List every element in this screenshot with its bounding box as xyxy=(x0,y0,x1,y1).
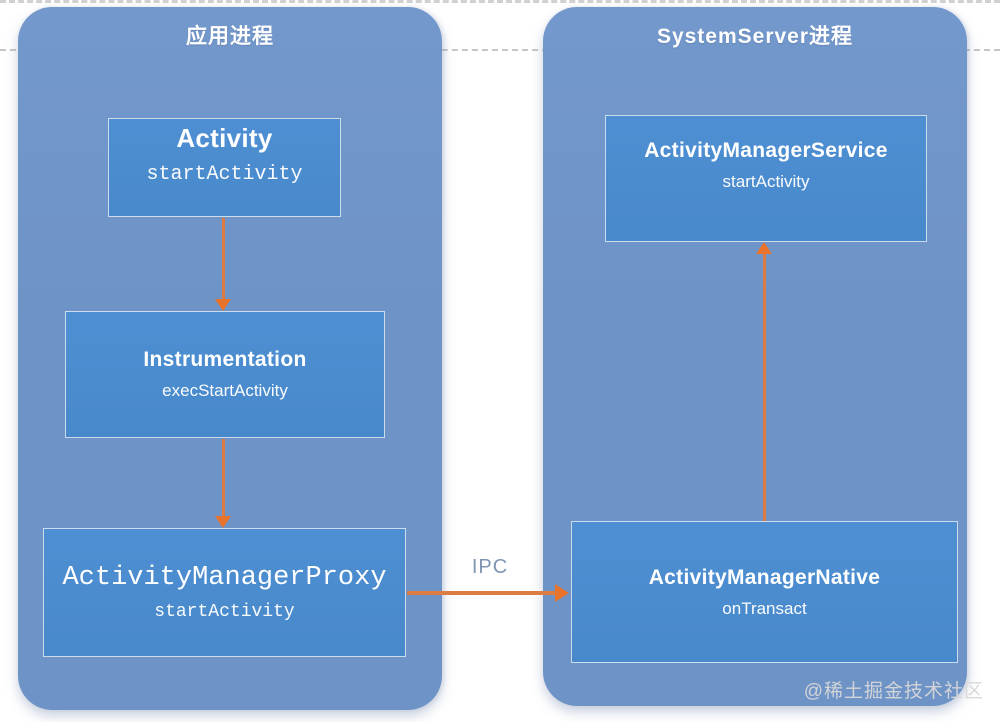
arrowhead-down-icon xyxy=(215,516,231,528)
node-activity-manager-service: ActivityManagerService startActivity xyxy=(605,115,927,242)
slide-top-dashed-edge xyxy=(0,0,1000,3)
arrowhead-right-icon xyxy=(555,584,569,602)
node-instrumentation: Instrumentation execStartActivity xyxy=(65,311,385,438)
arrow-line xyxy=(222,439,225,518)
node-activity-manager-proxy: ActivityManagerProxy startActivity xyxy=(43,528,406,657)
app-process-container: 应用进程 Activity startActivity Instrumentat… xyxy=(18,7,442,710)
arrow-line xyxy=(763,252,766,521)
node-activity-manager-native: ActivityManagerNative onTransact xyxy=(571,521,958,663)
node-activity: Activity startActivity xyxy=(108,118,341,217)
node-activity-manager-service-method: startActivity xyxy=(722,172,810,191)
watermark: @稀土掘金技术社区 xyxy=(803,681,984,702)
ipc-edge-label: IPC xyxy=(471,556,509,578)
horizontal-guide-dashed-line xyxy=(0,49,1000,51)
node-activity-method: startActivity xyxy=(146,163,303,186)
node-activity-title: Activity xyxy=(176,123,273,153)
node-activity-manager-native-title: ActivityManagerNative xyxy=(648,565,881,589)
arrow-line xyxy=(407,591,557,595)
node-activity-manager-native-method: onTransact xyxy=(722,598,807,618)
node-activity-manager-proxy-title: ActivityManagerProxy xyxy=(62,563,387,593)
node-instrumentation-title: Instrumentation xyxy=(143,348,307,371)
systemserver-process-title: SystemServer进程 xyxy=(656,25,854,48)
app-process-title: 应用进程 xyxy=(186,25,274,48)
node-activity-manager-proxy-method: startActivity xyxy=(154,602,295,622)
arrowhead-up-icon xyxy=(756,242,772,254)
node-instrumentation-method: execStartActivity xyxy=(162,381,288,400)
systemserver-process-container: SystemServer进程 ActivityManagerService st… xyxy=(543,7,967,706)
node-activity-manager-service-title: ActivityManagerService xyxy=(644,139,888,162)
arrow-line xyxy=(222,218,225,301)
arrowhead-down-icon xyxy=(215,299,231,311)
